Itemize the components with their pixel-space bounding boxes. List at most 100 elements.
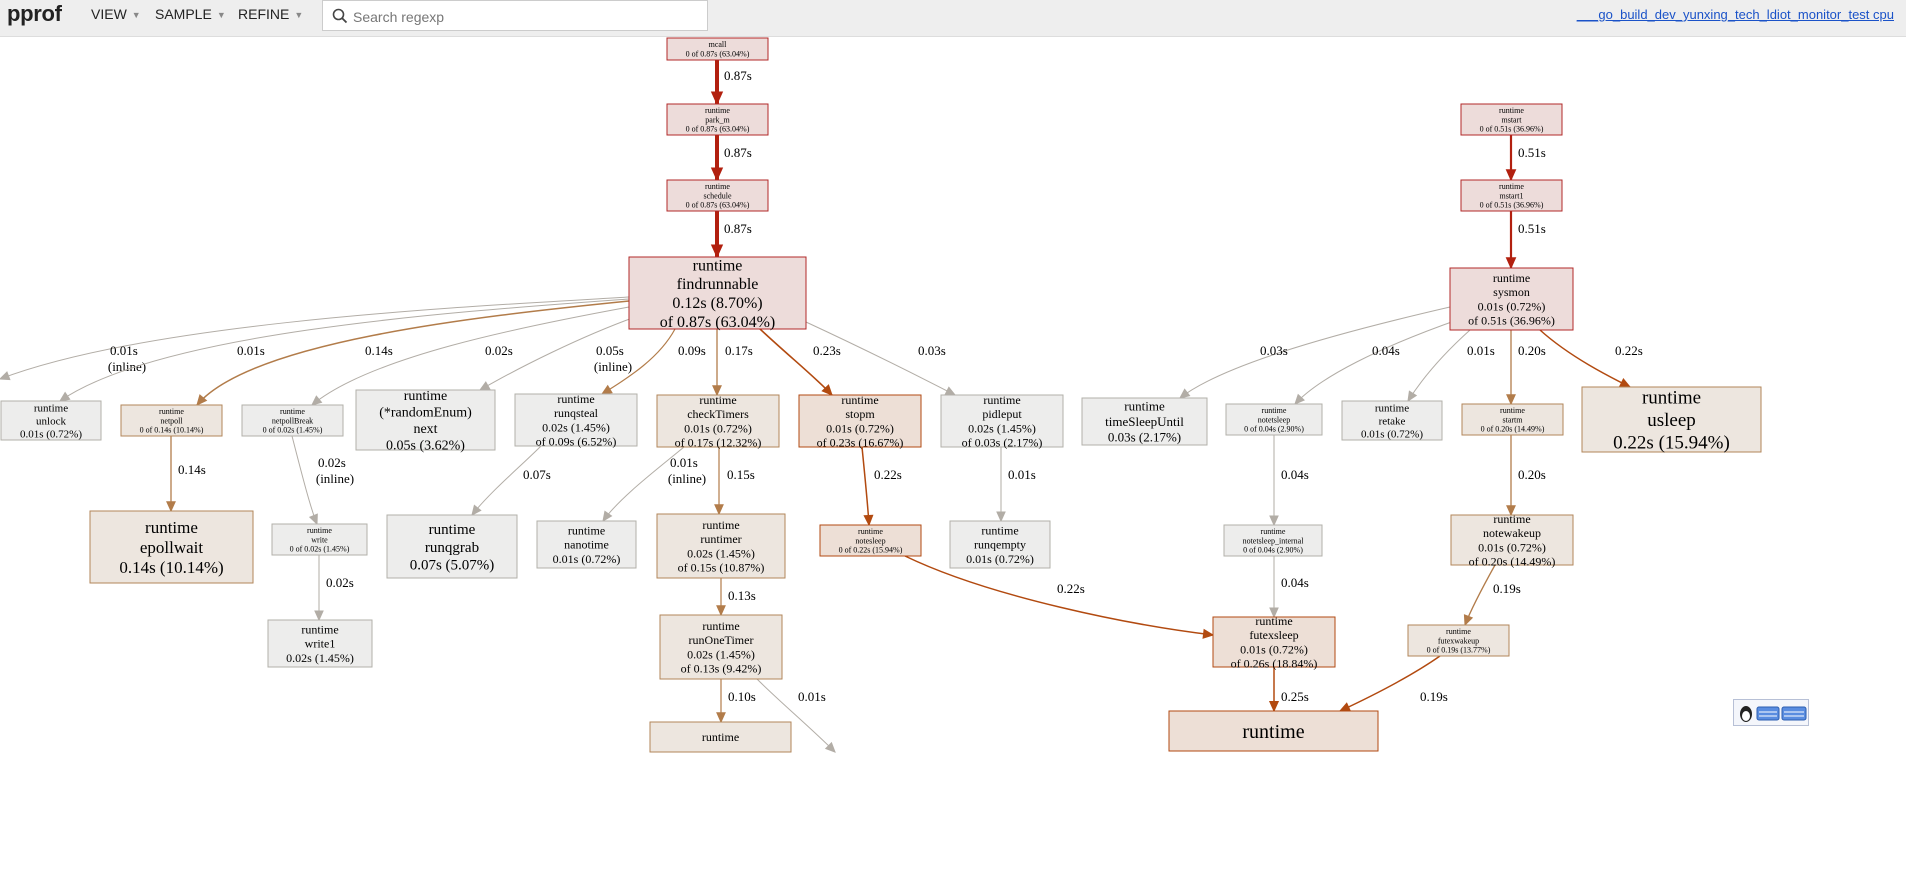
arrowhead-icon	[602, 510, 613, 522]
call-edge[interactable]: 0.19s	[1338, 655, 1448, 712]
call-edge[interactable]: 0.01s	[1407, 329, 1495, 403]
call-edge[interactable]: 0.23s	[759, 328, 841, 396]
node-box	[89, 510, 254, 584]
call-edge[interactable]: 0.05s(inline)	[478, 316, 636, 391]
refine-menu[interactable]: REFINE▼	[238, 6, 303, 22]
call-edge[interactable]: 0.20s	[1506, 435, 1546, 517]
call-edge[interactable]: 0.01s	[996, 447, 1036, 523]
call-edge[interactable]: 0.09s	[600, 328, 706, 395]
search-input[interactable]	[351, 5, 705, 29]
profile-name-link[interactable]: ___go_build_dev_yunxing_tech_ldiot_monit…	[1576, 7, 1894, 22]
call-edge[interactable]: 0.02s	[314, 555, 354, 622]
node-label: 0.01s (0.72%)	[826, 421, 894, 435]
call-edge[interactable]: 0.17s	[712, 329, 753, 397]
call-edge[interactable]: 0.25s	[1268, 667, 1309, 713]
call-edge[interactable]: 0.07s	[471, 445, 551, 516]
sample-menu[interactable]: SAMPLE▼	[155, 6, 226, 22]
call-edge[interactable]: 0.20s	[1506, 330, 1546, 406]
keyboard-icon	[1740, 706, 1807, 722]
arrowhead-icon	[471, 504, 482, 516]
call-edge[interactable]: 0.04s	[1269, 556, 1309, 619]
node-box	[1407, 624, 1510, 657]
call-edge[interactable]: 0.04s	[1294, 318, 1461, 405]
edge-line	[1407, 329, 1471, 402]
node-box	[1461, 403, 1564, 436]
view-menu[interactable]: VIEW▼	[91, 6, 141, 22]
node-bottom-runtime[interactable]: runtime	[1168, 710, 1379, 752]
edge-label: 0.51s	[1518, 221, 1546, 236]
call-edge[interactable]: 0.19s	[1463, 564, 1521, 627]
node-bottom-runtime2[interactable]: runtime	[649, 721, 792, 753]
call-edge[interactable]: 0.04s	[1269, 435, 1309, 527]
call-edge[interactable]: 0.02s	[311, 306, 630, 406]
call-edge[interactable]: 0.15s	[714, 447, 755, 516]
node-label: runtime	[1255, 614, 1292, 628]
node-box	[1581, 386, 1762, 453]
arrowhead-icon	[712, 385, 722, 397]
call-edge[interactable]: 0.03s	[1179, 306, 1451, 399]
call-edge[interactable]: 0.87s	[710, 135, 752, 182]
node-box	[1225, 403, 1323, 436]
call-edge[interactable]: 0.87s	[710, 60, 752, 106]
call-edge[interactable]: 0.22s	[861, 446, 902, 527]
call-edge[interactable]: 0.51s	[1505, 135, 1546, 182]
edge-label: 0.19s	[1493, 581, 1521, 596]
call-edge[interactable]: 0.01s(inline)	[602, 446, 706, 522]
arrowhead-icon	[1294, 393, 1305, 405]
call-edge[interactable]: 0.10s	[716, 679, 756, 724]
call-edge[interactable]: 0.87s	[710, 211, 752, 259]
call-edge[interactable]: 0.51s	[1505, 211, 1546, 270]
input-method-indicator[interactable]	[1733, 699, 1809, 726]
node-label: of 0.23s (16.67%)	[817, 435, 904, 449]
call-edge[interactable]: 0.01s(inline)	[0, 296, 630, 381]
edge-label: 0.25s	[1281, 689, 1309, 704]
edge-label: (inline)	[594, 359, 632, 374]
call-edge[interactable]: 0.01s	[58, 298, 630, 402]
call-edge[interactable]: 0.02s(inline)	[291, 435, 354, 526]
refine-menu-label: REFINE	[238, 6, 290, 22]
call-edge[interactable]: 0.14s	[166, 436, 206, 513]
edge-label: 0.22s	[874, 467, 902, 482]
call-edge[interactable]: 0.01s	[756, 678, 836, 753]
call-edge[interactable]: 0.14s	[196, 300, 630, 406]
call-edge[interactable]: 0.13s	[716, 578, 756, 617]
call-edge[interactable]: 0.22s	[904, 555, 1215, 639]
call-edge[interactable]: 0.03s	[805, 321, 957, 396]
call-edge[interactable]: 0.22s	[1539, 329, 1643, 388]
